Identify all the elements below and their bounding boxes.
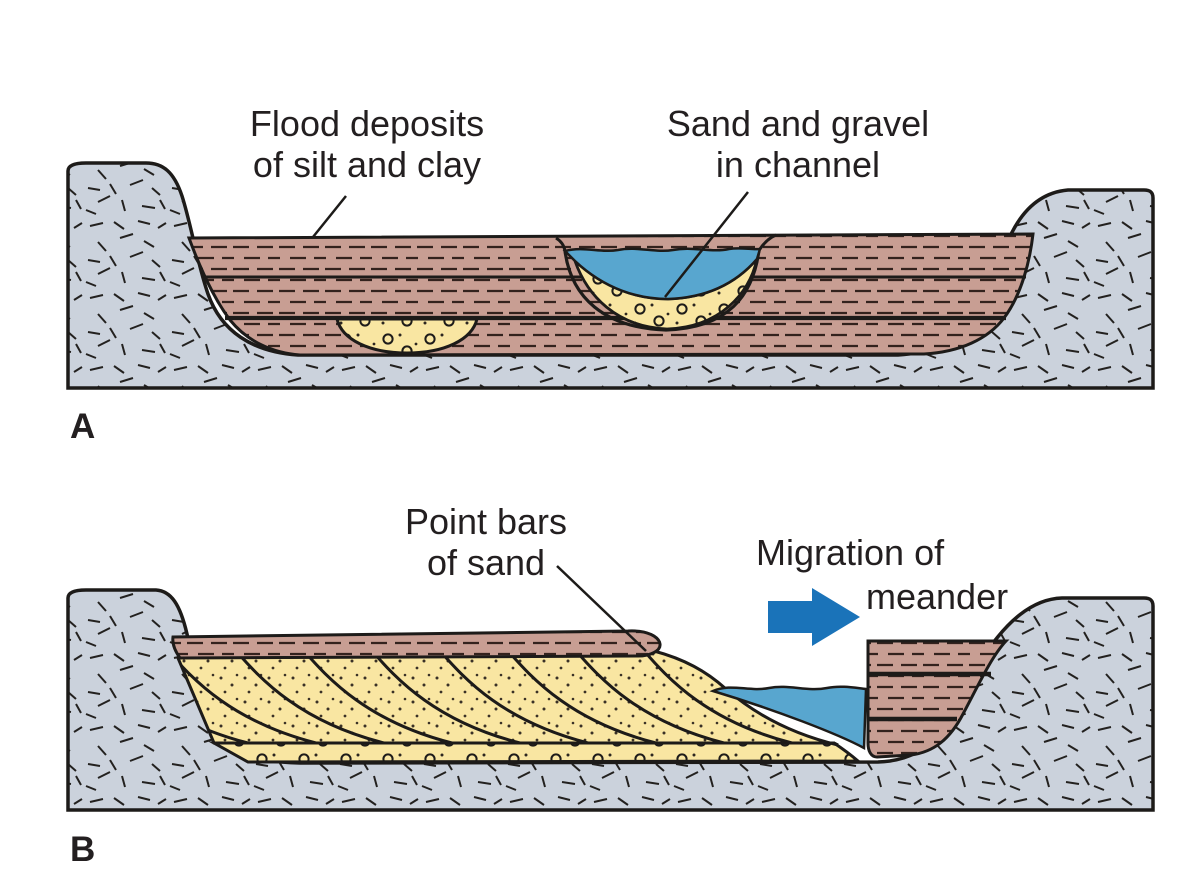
gravel-layer-b	[208, 741, 863, 764]
label-sand-gravel-line2: in channel	[715, 144, 881, 185]
buried-sand-lens-a	[335, 317, 479, 355]
channel-notch-right-a	[758, 233, 777, 250]
label-flood-deposits-line2: of silt and clay	[252, 144, 482, 185]
cutbank-silt-b	[866, 639, 1010, 759]
label-migration-line2: meander	[866, 576, 1009, 617]
cross-bed-lines-b	[178, 651, 793, 745]
label-flood-deposits: Flood deposits of silt and clay	[250, 103, 484, 185]
label-point-bars-line2: of sand	[426, 542, 546, 583]
migration-arrow-icon	[768, 588, 860, 646]
leader-line-flood-deposits	[312, 195, 347, 238]
label-migration-line1: Migration of	[756, 532, 945, 573]
channel-water-a	[562, 247, 762, 301]
label-point-bars-line1: Point bars	[404, 501, 568, 542]
panel-letter-b: B	[70, 830, 96, 869]
label-sand-gravel: Sand and gravel in channel	[667, 103, 929, 185]
panel-a-drawing	[66, 161, 1155, 390]
label-flood-deposits-line1: Flood deposits	[249, 103, 485, 144]
silt-cap-b	[171, 629, 662, 660]
channel-water-b	[709, 685, 868, 751]
label-point-bars: Point bars of sand	[405, 501, 567, 583]
bedrock-b	[66, 588, 1155, 812]
leader-line-sand-gravel	[664, 191, 749, 298]
panel-letter-a: A	[70, 407, 96, 446]
channel-notch-left-a	[555, 236, 567, 252]
panel-b-drawing	[66, 565, 1155, 812]
label-sand-gravel-line1: Sand and gravel	[666, 103, 930, 144]
leader-line-point-bars	[556, 565, 647, 652]
